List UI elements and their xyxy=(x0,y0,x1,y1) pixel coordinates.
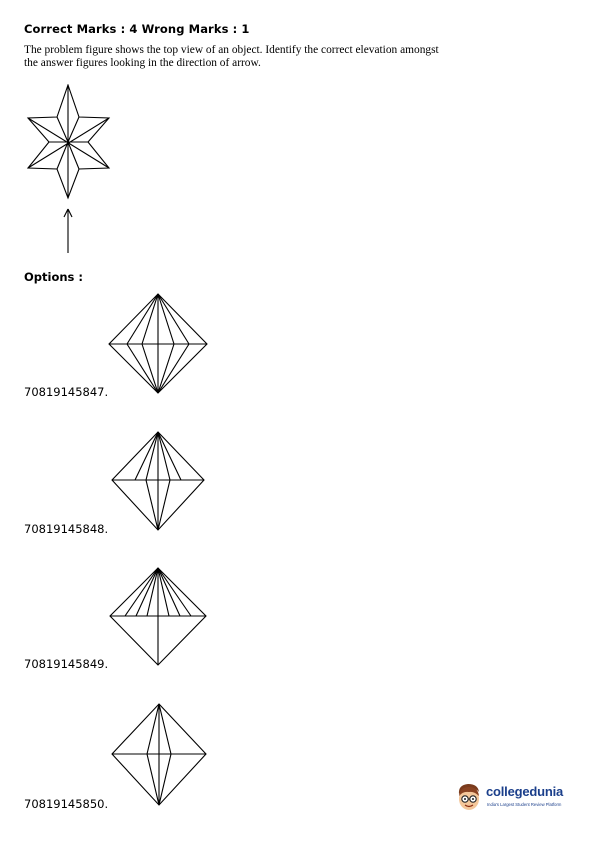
marks-heading: Correct Marks : 4 Wrong Marks : 1 xyxy=(24,22,250,36)
option-id-1: 70819145847. xyxy=(24,385,109,399)
question-text: The problem figure shows the top view of… xyxy=(24,44,494,70)
option-figure-2 xyxy=(111,431,205,531)
mascot-face-icon xyxy=(458,784,479,810)
option-figure-4 xyxy=(111,703,207,806)
collegedunia-logo: collegedunia India's Largest Student Rev… xyxy=(454,780,574,816)
option-id-3: 70819145849. xyxy=(24,657,109,671)
direction-arrow-icon xyxy=(63,208,73,253)
option-figure-3 xyxy=(109,567,207,666)
question-line-2: the answer figures looking in the direct… xyxy=(24,57,261,69)
problem-figure-star xyxy=(26,84,111,200)
logo-tagline: India's Largest Student Review Platform xyxy=(487,802,562,807)
logo-name: collegedunia xyxy=(486,784,564,799)
option-figure-1 xyxy=(108,293,208,394)
option-id-4: 70819145850. xyxy=(24,797,109,811)
option-id-2: 70819145848. xyxy=(24,522,109,536)
question-line-1: The problem figure shows the top view of… xyxy=(24,44,439,56)
options-label: Options : xyxy=(24,270,83,284)
